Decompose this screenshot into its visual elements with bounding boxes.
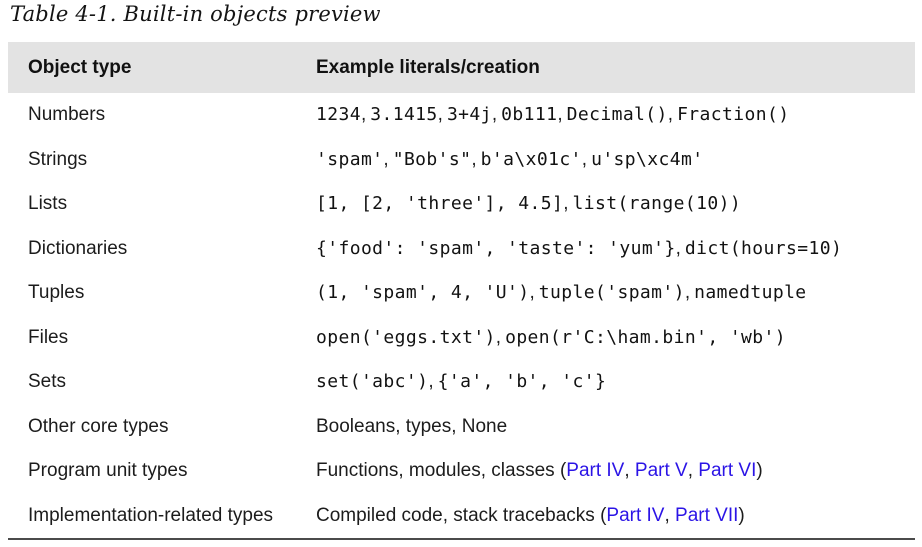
example-cell: [1, [2, 'three'], 4.5],list(range(10))	[316, 193, 915, 215]
text-segment: Functions, modules, classes (	[316, 460, 567, 482]
separator: ,	[383, 148, 389, 170]
separator: ,	[581, 148, 588, 170]
table-row: Other core types Booleans, types, None	[8, 405, 915, 450]
example-cell: set('abc'),{'a', 'b', 'c'}	[316, 371, 915, 393]
object-type-label: Strings	[28, 148, 88, 170]
object-type-label: Other core types	[28, 415, 169, 437]
text-segment: )	[738, 504, 745, 526]
table-caption: Table 4-1. Built-in objects preview	[10, 2, 381, 26]
text-segment: )	[756, 460, 763, 482]
column-header-object-type: Object type	[28, 56, 132, 78]
code-snippet: 1234	[316, 104, 361, 126]
part-cross-reference-link[interactable]: Part V	[634, 460, 688, 482]
table-row: Implementation-related types Compiled cod…	[8, 494, 915, 539]
text-segment: ,	[687, 460, 699, 482]
table-row: Program unit types Functions, modules, cl…	[8, 449, 915, 494]
separator: ,	[360, 104, 367, 126]
table-row: Dictionaries {'food': 'spam', 'taste': 'y…	[8, 227, 915, 272]
code-snippet: 3+4j	[446, 104, 492, 126]
table-row: Sets set('abc'),{'a', 'b', 'c'}	[8, 360, 915, 405]
example-cell: {'food': 'spam', 'taste': 'yum'},dict(ho…	[316, 238, 915, 260]
table-row: Tuples (1, 'spam', 4, 'U'),tuple('spam'),…	[8, 271, 915, 316]
code-snippet: list(range(10))	[572, 193, 742, 215]
separator: ,	[428, 371, 434, 393]
example-cell: (1, 'spam', 4, 'U'),tuple('spam'),namedt…	[316, 282, 915, 304]
separator: ,	[667, 104, 674, 126]
separator: ,	[684, 282, 691, 304]
example-cell: 1234,3.1415,3+4j,0b111,Decimal(),Fractio…	[316, 104, 915, 126]
separator: ,	[495, 326, 502, 348]
part-cross-reference-link[interactable]: Part VII	[675, 504, 739, 526]
code-snippet: (1, 'spam', 4, 'U')	[316, 282, 530, 304]
code-snippet: 'spam'	[316, 148, 384, 170]
code-snippet: b'a\x01c'	[480, 148, 582, 170]
code-snippet: u'sp\xc4m'	[591, 148, 704, 170]
text-segment: Booleans, types, None	[316, 415, 508, 437]
text-segment: ,	[624, 460, 635, 482]
object-type-label: Tuples	[28, 282, 85, 304]
builtin-objects-table: Object type Example literals/creation Nu…	[8, 42, 915, 540]
separator: ,	[437, 104, 443, 126]
code-snippet: namedtuple	[694, 282, 807, 304]
separator: ,	[675, 237, 681, 259]
code-snippet: open('eggs.txt')	[316, 326, 496, 348]
table-header-row: Object type Example literals/creation	[8, 42, 915, 93]
separator: ,	[471, 148, 477, 170]
object-type-label: Lists	[28, 193, 68, 215]
code-snippet: {'a', 'b', 'c'}	[437, 371, 607, 393]
code-snippet: tuple('spam')	[538, 282, 685, 304]
table-row: Strings'spam',"Bob's",b'a\x01c',u'sp\xc4…	[8, 138, 915, 183]
code-snippet: "Bob's"	[392, 148, 472, 170]
example-cell: Booleans, types, None	[316, 416, 915, 438]
code-snippet: Decimal()	[566, 104, 668, 126]
text-segment: Compiled code, stack tracebacks (	[316, 504, 607, 526]
code-snippet: Fraction()	[677, 104, 790, 126]
object-type-label: Sets	[28, 371, 67, 393]
code-snippet: [1, [2, 'three'], 4.5]	[316, 193, 564, 215]
object-type-label: Files	[28, 326, 69, 348]
code-snippet: {'food': 'spam', 'taste': 'yum'}	[316, 237, 676, 259]
separator: ,	[529, 282, 535, 304]
separator: ,	[563, 193, 569, 215]
object-type-label: Numbers	[28, 104, 106, 126]
code-snippet: dict(hours=10)	[684, 237, 843, 259]
example-cell: open('eggs.txt'),open(r'C:\ham.bin', 'wb…	[316, 327, 915, 349]
table-row: Files open('eggs.txt'),open(r'C:\ham.bin'…	[8, 316, 915, 361]
example-cell: Functions, modules, classes (Part IV, Pa…	[316, 460, 915, 482]
table-row: Lists [1, [2, 'three'], 4.5],list(range(1…	[8, 182, 915, 227]
separator: ,	[491, 104, 498, 126]
example-cell: 'spam',"Bob's",b'a\x01c',u'sp\xc4m'	[316, 149, 915, 171]
code-snippet: 3.1415	[370, 104, 438, 126]
object-type-label: Program unit types	[28, 460, 188, 482]
part-cross-reference-link[interactable]: Part IV	[566, 460, 625, 482]
object-type-label: Implementation-related types	[28, 504, 274, 526]
code-snippet: 0b111	[501, 104, 558, 126]
part-cross-reference-link[interactable]: Part VI	[698, 460, 757, 482]
code-snippet: open(r'C:\ham.bin', 'wb')	[505, 326, 787, 348]
column-header-example-literals: Example literals/creation	[316, 56, 540, 78]
separator: ,	[557, 104, 563, 126]
example-cell: Compiled code, stack tracebacks (Part IV…	[316, 505, 915, 527]
part-cross-reference-link[interactable]: Part IV	[606, 504, 665, 526]
code-snippet: set('abc')	[316, 371, 429, 393]
text-segment: ,	[664, 504, 676, 526]
object-type-label: Dictionaries	[28, 237, 128, 259]
